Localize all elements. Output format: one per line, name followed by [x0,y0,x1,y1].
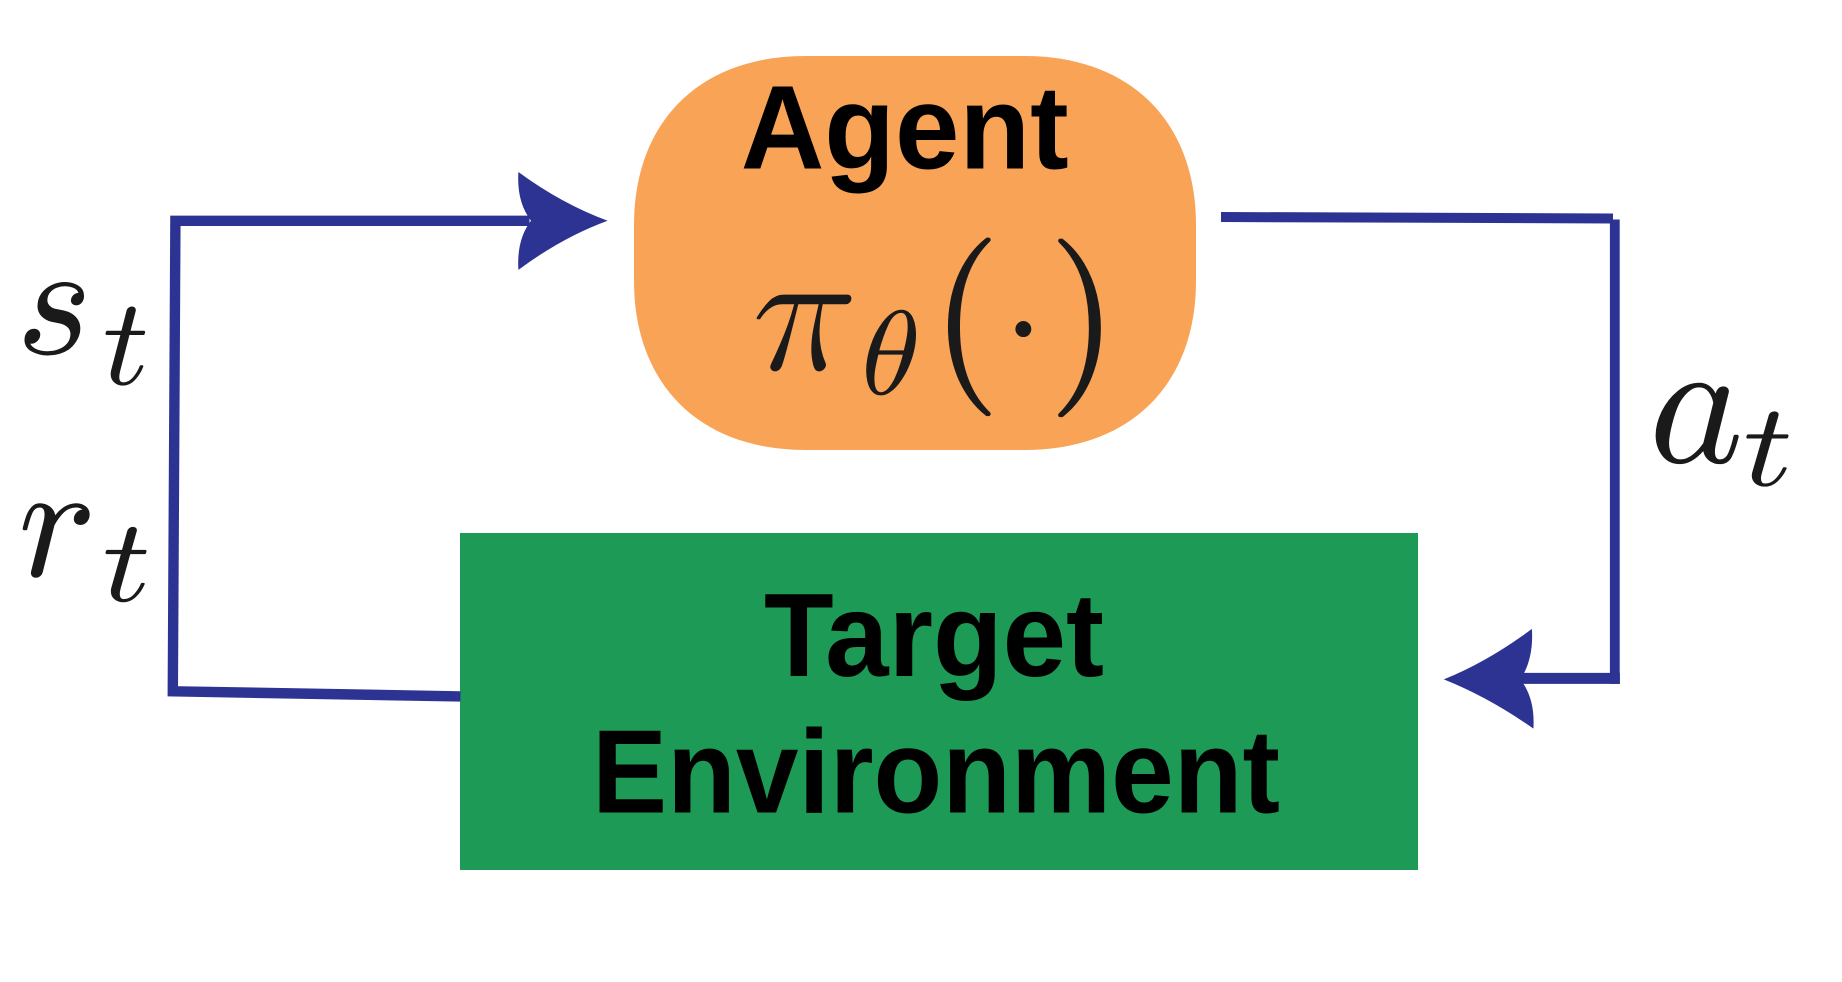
svg-text:Agent: Agent [741,62,1069,195]
svg-text:Environment: Environment [592,706,1280,839]
svg-text:Target: Target [764,569,1104,702]
